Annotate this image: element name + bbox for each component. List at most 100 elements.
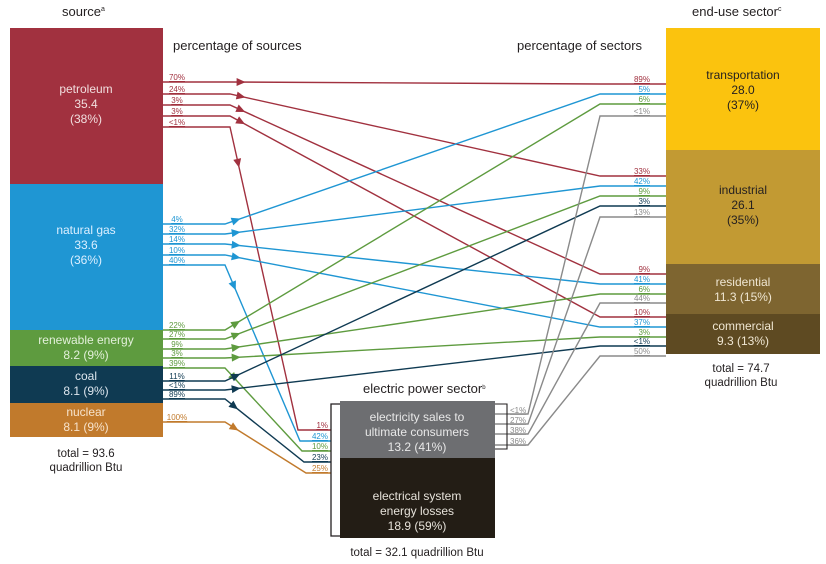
sector-pct: 6% bbox=[638, 285, 650, 294]
source-pct: 89% bbox=[169, 390, 185, 399]
flow-line-natural_gas-to-commercial bbox=[163, 254, 666, 328]
sector-pct: 42% bbox=[634, 177, 650, 186]
residential-box bbox=[666, 264, 820, 314]
flow-line-renewable-to-commercial bbox=[163, 336, 666, 359]
source-pct: 3% bbox=[171, 107, 183, 116]
source-pct: 100% bbox=[167, 413, 187, 422]
flow-line-natural_gas-to-residential bbox=[163, 243, 666, 285]
residential-name: residential bbox=[716, 275, 771, 289]
source-pct: 40% bbox=[169, 256, 185, 265]
electric-source-pct: 27% bbox=[510, 416, 526, 425]
nuclear-name: nuclear bbox=[66, 405, 105, 419]
petroleum-share: (38%) bbox=[70, 112, 102, 126]
electrical-losses-box bbox=[340, 458, 495, 538]
arrow-icon bbox=[230, 217, 241, 226]
source-pct: 4% bbox=[171, 215, 183, 224]
arrow-icon bbox=[231, 385, 241, 394]
electric-bracket bbox=[330, 403, 340, 537]
sector-pct: 13% bbox=[634, 208, 650, 217]
electric-sales-bracket bbox=[495, 403, 508, 450]
flow-line-petroleum-to-transportation bbox=[163, 81, 666, 85]
natural-gas-name: natural gas bbox=[56, 223, 115, 237]
arrow-icon bbox=[231, 229, 241, 238]
electric-pct: 25% bbox=[312, 464, 328, 473]
electric-total: total = 32.1 quadrillion Btu bbox=[350, 547, 483, 559]
source-pct: 70% bbox=[169, 73, 185, 82]
transportation-name: transportation bbox=[706, 68, 779, 82]
source-pct: 14% bbox=[169, 235, 185, 244]
renewable-energy-value: 8.2 (9%) bbox=[63, 348, 108, 362]
sector-pct: 41% bbox=[634, 275, 650, 284]
sector-pct: <1% bbox=[634, 337, 650, 346]
arrow-icon bbox=[235, 116, 246, 125]
flow-line-renewable-to-electric bbox=[163, 367, 331, 452]
electricity-sales-value: 13.2 (41%) bbox=[388, 440, 447, 454]
source-pct: 10% bbox=[169, 246, 185, 255]
natural-gas-value: 33.6 bbox=[74, 238, 98, 252]
arrow-icon bbox=[228, 280, 236, 291]
flow-line-coal-to-industrial bbox=[163, 205, 666, 382]
flow-line-natural_gas-to-industrial bbox=[163, 185, 666, 235]
source-pct: 32% bbox=[169, 225, 185, 234]
source-pct: 24% bbox=[169, 85, 185, 94]
arrow-icon bbox=[231, 252, 241, 261]
transportation-box bbox=[666, 28, 820, 150]
renewable-energy-box bbox=[10, 330, 163, 366]
renewable-energy-name: renewable energy bbox=[38, 333, 133, 347]
transportation-value: 28.0 bbox=[731, 83, 755, 97]
industrial-box bbox=[666, 150, 820, 264]
electrical-losses-line1: electrical system bbox=[373, 489, 462, 503]
sector-pct: 9% bbox=[638, 187, 650, 196]
arrow-icon bbox=[236, 78, 246, 87]
percentage-of-sources-label: percentage of sources bbox=[173, 38, 302, 53]
electrical-losses-line2: energy losses bbox=[380, 504, 454, 518]
source-header: sourcea bbox=[62, 4, 105, 19]
industrial-name: industrial bbox=[719, 183, 767, 197]
sector-pct: <1% bbox=[634, 107, 650, 116]
percentage-of-sectors-label: percentage of sectors bbox=[517, 38, 643, 53]
arrow-icon bbox=[230, 320, 241, 329]
flow-line-elec_sales-to-commercial bbox=[495, 355, 666, 446]
sector-pct: 89% bbox=[634, 75, 650, 84]
source-pct: 27% bbox=[169, 330, 185, 339]
electric-source-pct: <1% bbox=[510, 406, 526, 415]
commercial-box bbox=[666, 314, 820, 354]
nuclear-value: 8.1 (9%) bbox=[63, 420, 108, 434]
arrow-icon bbox=[231, 344, 241, 352]
source-total: total = 93.6 bbox=[57, 448, 114, 460]
source-pct: 9% bbox=[171, 340, 183, 349]
electric-power-header: electric power sectorb bbox=[363, 381, 486, 396]
sector-total: total = 74.7 bbox=[712, 363, 769, 375]
flow-line-elec_sales-to-transportation bbox=[495, 115, 666, 415]
arrow-icon bbox=[231, 240, 241, 249]
industrial-value: 26.1 bbox=[731, 198, 755, 212]
source-pct: 3% bbox=[171, 96, 183, 105]
arrow-icon bbox=[235, 91, 246, 100]
sector-pct: 6% bbox=[638, 95, 650, 104]
flow-line-renewable-to-transportation bbox=[163, 103, 666, 331]
electric-source-pct: 38% bbox=[510, 426, 526, 435]
sector-pct: 5% bbox=[638, 85, 650, 94]
arrow-icon bbox=[233, 158, 242, 168]
arrow-icon bbox=[228, 400, 238, 410]
source-pct: 11% bbox=[169, 372, 184, 381]
arrow-icon bbox=[230, 373, 241, 382]
flow-line-petroleum-to-residential bbox=[163, 104, 666, 275]
commercial-name: commercial bbox=[712, 319, 773, 333]
flow-line-coal-to-electric bbox=[163, 398, 331, 463]
flow-line-petroleum-to-electric bbox=[163, 126, 331, 431]
source-total-unit: quadrillion Btu bbox=[50, 462, 123, 474]
coal-name: coal bbox=[75, 369, 97, 383]
electricity-sales-box bbox=[340, 401, 495, 458]
commercial-value: 9.3 (13%) bbox=[717, 334, 769, 348]
sector-total-unit: quadrillion Btu bbox=[705, 377, 778, 389]
sector-pct: 33% bbox=[634, 167, 650, 176]
petroleum-value: 35.4 bbox=[74, 97, 98, 111]
electricity-sales-line2: ultimate consumers bbox=[365, 425, 469, 439]
coal-value: 8.1 (9%) bbox=[63, 384, 108, 398]
sector-pct: 10% bbox=[634, 308, 650, 317]
electrical-losses-value: 18.9 (59%) bbox=[388, 519, 447, 533]
electric-pct: 10% bbox=[312, 442, 328, 451]
arrow-icon bbox=[231, 353, 241, 362]
flow-line-natural_gas-to-electric bbox=[163, 264, 331, 442]
